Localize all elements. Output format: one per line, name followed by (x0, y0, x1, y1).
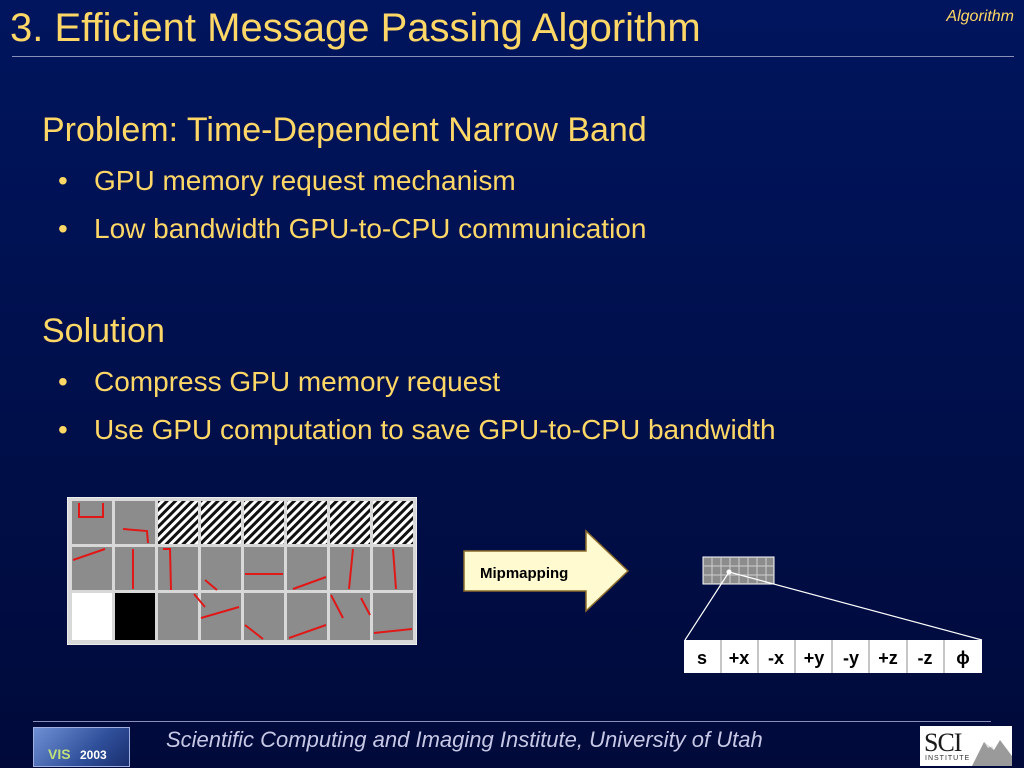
problem-heading: Problem: Time-Dependent Narrow Band (42, 111, 647, 149)
bullet-dot: • (58, 213, 68, 244)
cell-plus-x: +x (729, 648, 750, 668)
section-tag: Algorithm (946, 8, 1014, 25)
mipmap-tile (702, 556, 775, 585)
cell-minus-x: -x (768, 648, 784, 668)
narrow-band-grid (67, 497, 417, 645)
problem-bullet-list: •GPU memory request mechanism •Low bandw… (58, 157, 646, 253)
cell-phi: ϕ (956, 648, 970, 668)
mipmapping-label: Mipmapping (480, 565, 568, 582)
bullet-item: •Low bandwidth GPU-to-CPU communication (58, 205, 646, 253)
mipmap-result: s +x -x +y -y +z -z ϕ (684, 556, 983, 673)
cell-s: s (697, 648, 707, 668)
bullet-dot: • (58, 366, 68, 397)
grid-row-3 (72, 593, 413, 640)
cell-minus-z: -z (918, 648, 933, 668)
mipmapping-arrow: Mipmapping (463, 529, 630, 613)
source-point (726, 569, 732, 575)
cell-strip: s +x -x +y -y +z -z ϕ (684, 640, 982, 673)
slide-title: 3. Efficient Message Passing Algorithm (10, 6, 701, 50)
expand-lines (684, 571, 983, 641)
bullet-item: •Compress GPU memory request (58, 358, 776, 406)
bullet-item: •GPU memory request mechanism (58, 157, 646, 205)
grid-row-1 (72, 501, 413, 544)
bullet-item: •Use GPU computation to save GPU-to-CPU … (58, 406, 776, 454)
bullet-dot: • (58, 414, 68, 445)
vis-2003-logo: VIS 2003 (33, 727, 130, 767)
solution-heading: Solution (42, 312, 165, 350)
cell-plus-y: +y (804, 648, 825, 668)
solution-bullet-list: •Compress GPU memory request •Use GPU co… (58, 358, 776, 454)
cell-plus-z: +z (878, 648, 898, 668)
interface-curves (72, 503, 413, 640)
cell-minus-y: -y (843, 648, 859, 668)
mountain-icon (972, 740, 1012, 766)
bullet-dot: • (58, 165, 68, 196)
sci-institute-logo: SCI INSTITUTE (920, 726, 1012, 766)
footer-institute: Scientific Computing and Imaging Institu… (166, 727, 763, 752)
title-divider (12, 56, 1014, 57)
footer-divider (33, 721, 991, 722)
